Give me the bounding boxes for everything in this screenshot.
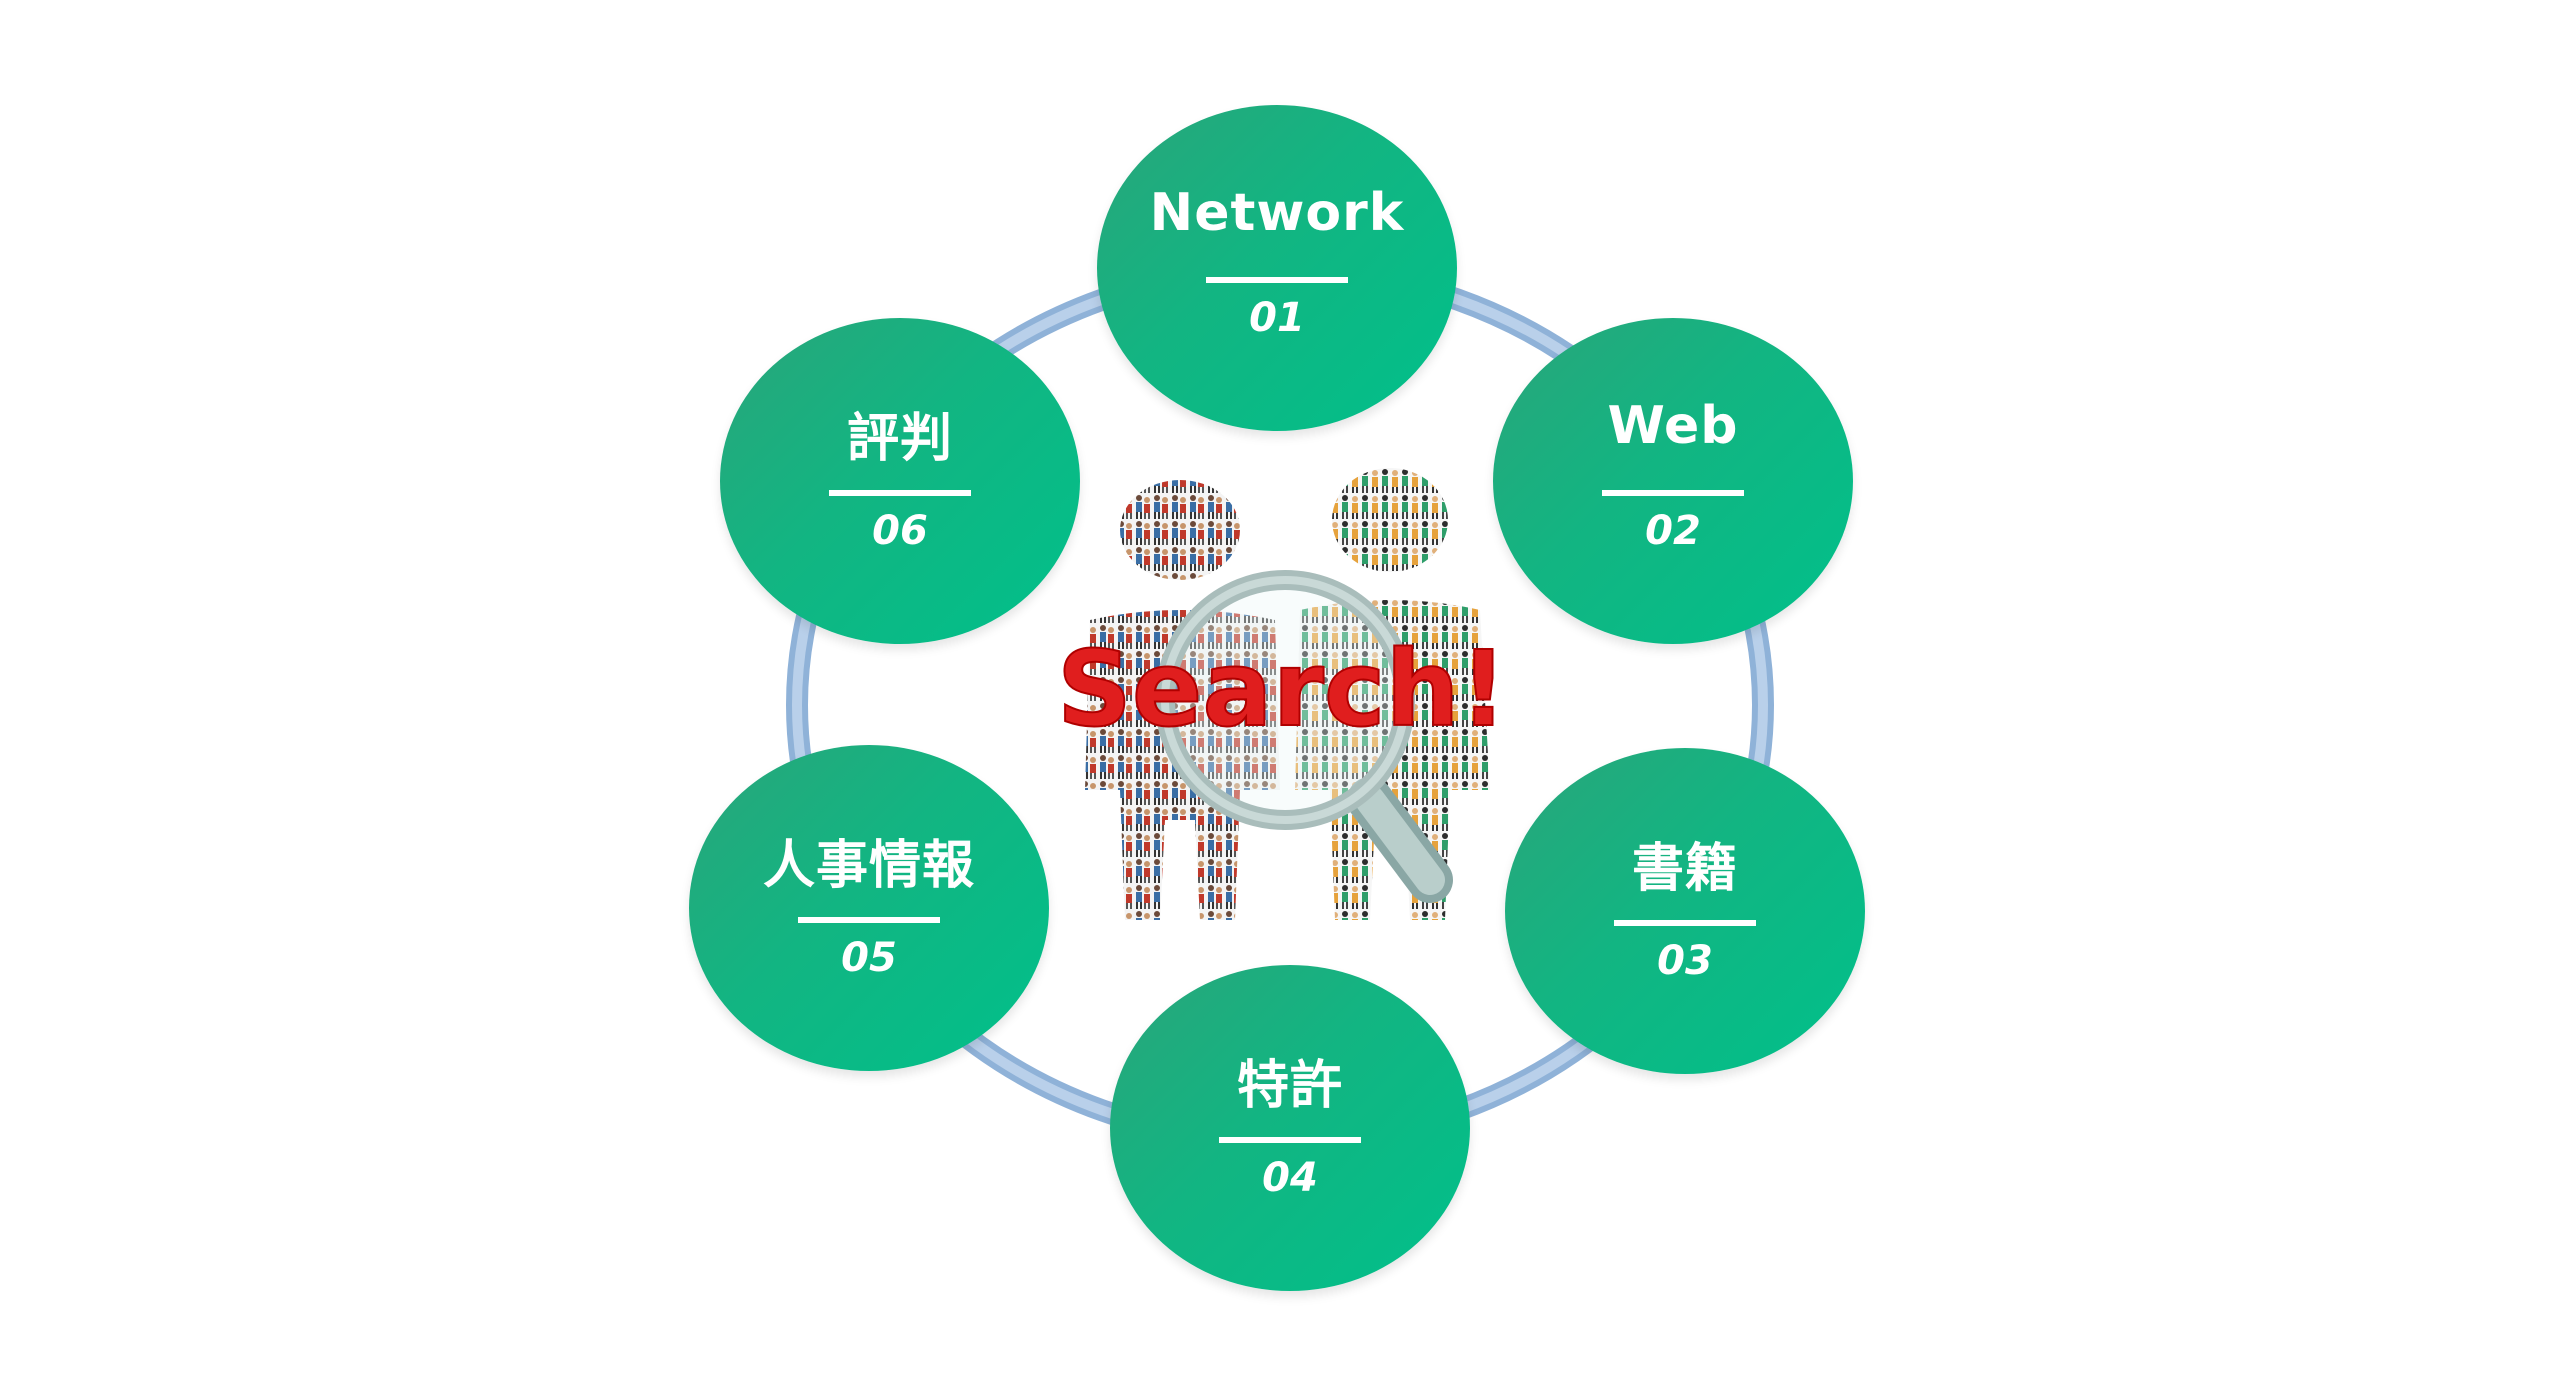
node-label: Web (1607, 396, 1739, 456)
node-hr-info[interactable]: 人事情報 05 (689, 745, 1049, 1071)
node-label: 書籍 (1631, 839, 1738, 899)
magnifier-icon (1155, 570, 1453, 903)
node-divider (1614, 920, 1756, 926)
node-divider (1602, 490, 1744, 496)
search-label: Search! (1057, 628, 1507, 750)
node-label: 特許 (1236, 1056, 1343, 1116)
node-number: 05 (841, 935, 897, 981)
node-number: 01 (1249, 295, 1305, 341)
node-reputation[interactable]: 評判 06 (720, 318, 1080, 644)
node-label: 評判 (846, 409, 953, 469)
node-number: 02 (1645, 508, 1701, 554)
node-label: 人事情報 (762, 836, 975, 896)
node-number: 03 (1657, 938, 1713, 984)
node-divider (1219, 1137, 1361, 1143)
node-divider (1206, 277, 1348, 283)
node-divider (798, 917, 940, 923)
node-label: Network (1149, 183, 1405, 243)
node-patents[interactable]: 特許 04 (1110, 965, 1470, 1291)
node-number: 04 (1262, 1155, 1318, 1201)
node-web[interactable]: Web 02 (1493, 318, 1853, 644)
node-network[interactable]: Network 01 (1097, 105, 1457, 431)
node-books[interactable]: 書籍 03 (1505, 748, 1865, 1074)
node-divider (829, 490, 971, 496)
node-number: 06 (872, 508, 928, 554)
